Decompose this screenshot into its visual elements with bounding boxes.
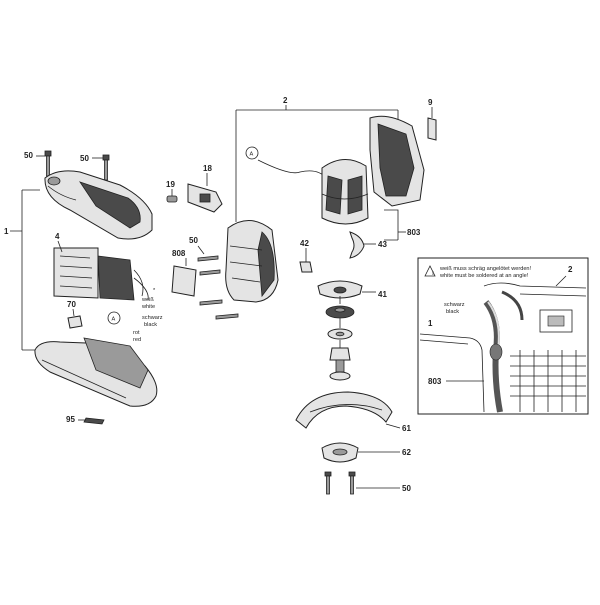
wire-label-red: red <box>133 337 141 343</box>
guard-part-61 <box>295 391 393 429</box>
callout-42: 42 <box>300 239 309 248</box>
clip-part-42 <box>299 261 313 273</box>
inset-label-schwarz: schwarz <box>444 302 465 308</box>
screws-50-center <box>197 255 239 320</box>
circuit-board-part-4 <box>53 247 149 301</box>
svg-text:!: ! <box>432 271 434 277</box>
connector-a-left: A <box>107 311 121 325</box>
key-part-95 <box>83 417 105 425</box>
inset-warning-en: white must be soldered at an angle! <box>439 273 529 279</box>
callout-4: 4 <box>55 232 60 241</box>
screws-50-bottom <box>324 471 356 495</box>
callout-41: 41 <box>378 290 387 299</box>
screw-50-b <box>102 154 110 181</box>
label-part-9 <box>427 117 437 141</box>
flange-part-41 <box>317 280 363 299</box>
callout-19: 19 <box>166 180 175 189</box>
lower-housing-shell <box>34 337 158 407</box>
callout-43: 43 <box>378 240 387 249</box>
inset-label-black: black <box>446 309 459 315</box>
spring-clip-part-43 <box>349 231 365 259</box>
bracket-part-803 <box>384 209 399 241</box>
switch-part-18 <box>187 183 223 213</box>
right-housing-half <box>369 115 425 207</box>
callout-50-b: 50 <box>80 154 89 163</box>
callout-1: 1 <box>4 227 9 236</box>
connector-a-left-letter: A <box>112 317 116 323</box>
wire-label-schwarz: schwarz <box>142 315 163 321</box>
warning-triangle-icon <box>424 265 436 277</box>
clamp-ring-part-62 <box>321 442 359 463</box>
inset-callout-1: 1 <box>428 319 433 328</box>
callout-50-d: 50 <box>402 484 411 493</box>
wire-label-star: * <box>153 288 156 294</box>
callout-808: 808 <box>172 249 186 258</box>
callout-803: 803 <box>407 228 421 237</box>
upper-housing-shell <box>44 170 153 240</box>
screw-50-a <box>44 150 52 177</box>
callout-61: 61 <box>402 424 411 433</box>
clip-part-70 <box>67 315 83 329</box>
callout-95: 95 <box>66 415 75 424</box>
bracket-part-1 <box>10 189 40 351</box>
roller-part-19 <box>166 195 178 203</box>
wire-label-white: white <box>141 304 155 310</box>
callout-50-c: 50 <box>189 236 198 245</box>
spindle <box>329 347 351 381</box>
inset-callout-803: 803 <box>428 377 442 386</box>
callout-50-a: 50 <box>24 151 33 160</box>
callout-9: 9 <box>428 98 433 107</box>
fan-wheel <box>325 305 355 319</box>
wire-label-weiss: weiß <box>141 297 154 303</box>
callout-62: 62 <box>402 448 411 457</box>
motor-cable <box>257 159 327 179</box>
inset-warning-de: weiß muss schräg angelötet werden! <box>439 266 532 272</box>
inset-detail: ! weiß muss schräg angelötet werden! whi… <box>417 257 589 415</box>
wire-label-rot: rot <box>133 330 140 336</box>
gear-housing <box>225 220 279 303</box>
bearing <box>327 328 353 340</box>
callout-2: 2 <box>283 96 288 105</box>
label-plate-part-808 <box>171 265 197 297</box>
wire-label-black: black <box>144 322 157 328</box>
callout-18: 18 <box>203 164 212 173</box>
connector-a-top-letter: A <box>250 152 254 158</box>
motor-stator <box>321 159 369 225</box>
inset-callout-2: 2 <box>568 265 573 274</box>
callout-70: 70 <box>67 300 76 309</box>
connector-a-top: A <box>245 146 259 160</box>
